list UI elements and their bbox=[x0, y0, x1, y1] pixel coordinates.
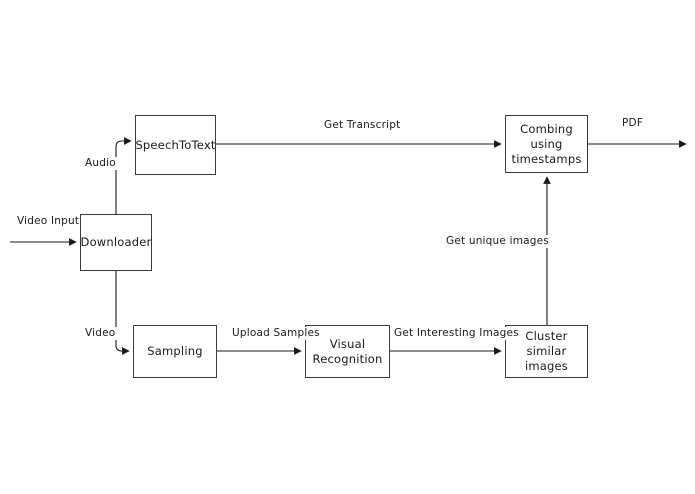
edge-downloader-to-sampling bbox=[115, 271, 130, 355]
io-label-video-input: Video Input bbox=[17, 215, 80, 227]
node-speechtotext-label: SpeechToText bbox=[135, 137, 216, 152]
node-downloader[interactable]: Downloader bbox=[80, 214, 152, 271]
node-downloader-label: Downloader bbox=[80, 235, 152, 249]
node-cluster-similar-images-label: Cluster similar images bbox=[524, 329, 568, 373]
node-cluster-similar-images[interactable]: Cluster similar images bbox=[505, 325, 588, 378]
node-visual-recognition[interactable]: Visual Recognition bbox=[305, 325, 390, 378]
node-visual-recognition-label: Visual Recognition bbox=[312, 336, 383, 366]
edge-label-get-transcript: Get Transcript bbox=[322, 119, 403, 132]
io-label-pdf-output: PDF bbox=[622, 117, 644, 129]
node-combining-using-timestamps[interactable]: Combing using timestamps bbox=[505, 115, 588, 173]
node-sampling[interactable]: Sampling bbox=[133, 325, 217, 378]
edge-label-audio: Audio bbox=[83, 157, 118, 170]
edge-label-get-interesting-images: Get Interesting Images bbox=[392, 327, 521, 340]
edge-downloader-to-speechtotext bbox=[115, 137, 132, 214]
node-combining-using-timestamps-label: Combing using timestamps bbox=[511, 121, 582, 166]
node-speechtotext[interactable]: SpeechToText bbox=[135, 115, 216, 175]
edge-label-video: Video bbox=[83, 327, 118, 340]
edge-label-get-unique-images: Get unique images bbox=[444, 235, 551, 248]
node-sampling-label: Sampling bbox=[147, 344, 203, 358]
edge-label-upload-samples: Upload Samples bbox=[230, 327, 322, 340]
